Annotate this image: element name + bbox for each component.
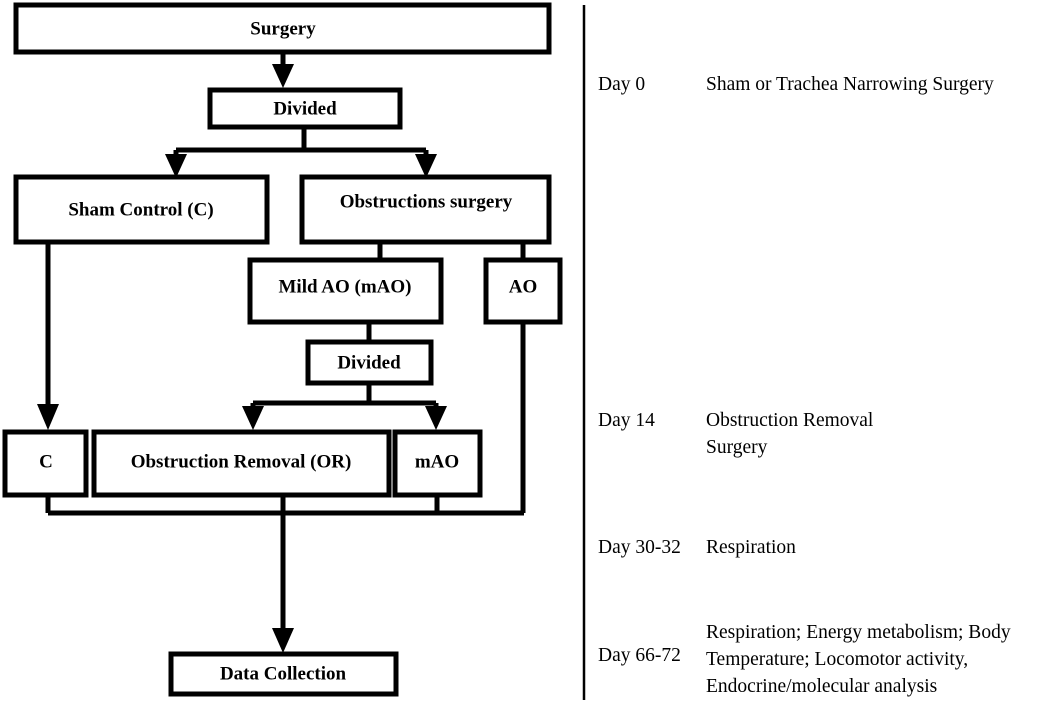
node-mao[interactable]: mAO [392,429,483,498]
timeline-desc-1: Obstruction Removal Surgery [706,410,874,458]
node-mild-ao-label: Mild AO (mAO) [279,276,412,297]
arrowhead-to-obstruction [415,154,437,178]
node-divided-2[interactable]: Divided [305,339,434,386]
timeline-day-label-0: Day 0 [598,74,646,95]
timeline-day-label-3: Day 66-72 [598,645,681,666]
node-data-collection[interactable]: Data Collection [168,651,399,697]
node-ao-label: AO [509,276,538,297]
timeline-day-label-2: Day 30-32 [598,537,681,558]
node-c-label: C [39,451,53,472]
node-data-collection-label: Data Collection [220,663,347,684]
timeline-row-day-0: Day 0 Sham or Trachea Narrowing Surgery [598,72,1058,99]
timeline-desc-2: Respiration [706,537,796,558]
node-obstruction-removal[interactable]: Obstruction Removal (OR) [91,429,392,498]
arrowhead-to-mao [425,406,447,430]
node-mild-ao[interactable]: Mild AO (mAO) [247,257,444,325]
node-divided-1-label: Divided [273,98,337,119]
arrowhead-to-c [37,404,59,430]
timeline-desc-3: Respiration; Energy metabolism; Body Tem… [706,622,1011,697]
arrowhead-to-or [242,406,264,430]
node-sham-control[interactable]: Sham Control (C) [13,174,270,245]
timeline-day-label-1: Day 14 [598,410,655,431]
node-sham-control-label: Sham Control (C) [68,199,213,220]
node-divided-2-label: Divided [337,352,401,373]
node-obstruction-removal-label: Obstruction Removal (OR) [131,451,352,472]
node-obstructions-surgery-label: Obstructions surgery [340,191,513,212]
node-surgery-label: Surgery [250,18,316,39]
arrowhead-surgery-to-divided1 [272,64,294,88]
node-c[interactable]: C [2,429,89,498]
node-surgery[interactable]: Surgery [13,2,552,55]
node-obstructions-surgery[interactable]: Obstructions surgery [299,174,552,245]
arrowhead-to-sham [165,154,187,178]
node-ao[interactable]: AO [483,257,563,325]
timeline-row-day-14: Day 14 Obstruction Removal Surgery [598,408,926,462]
arrowhead-to-datacollection [272,628,294,653]
timeline-row-day-66-72: Day 66-72 Respiration; Energy metabolism… [598,620,1058,701]
timeline-row-day-30-32: Day 30-32 Respiration [598,535,1058,562]
timeline-annotations: Day 0 Sham or Trachea Narrowing Surgery … [598,0,1063,702]
node-divided-1[interactable]: Divided [207,87,403,130]
timeline-desc-0: Sham or Trachea Narrowing Surgery [706,74,994,95]
node-mao-label: mAO [415,451,459,472]
